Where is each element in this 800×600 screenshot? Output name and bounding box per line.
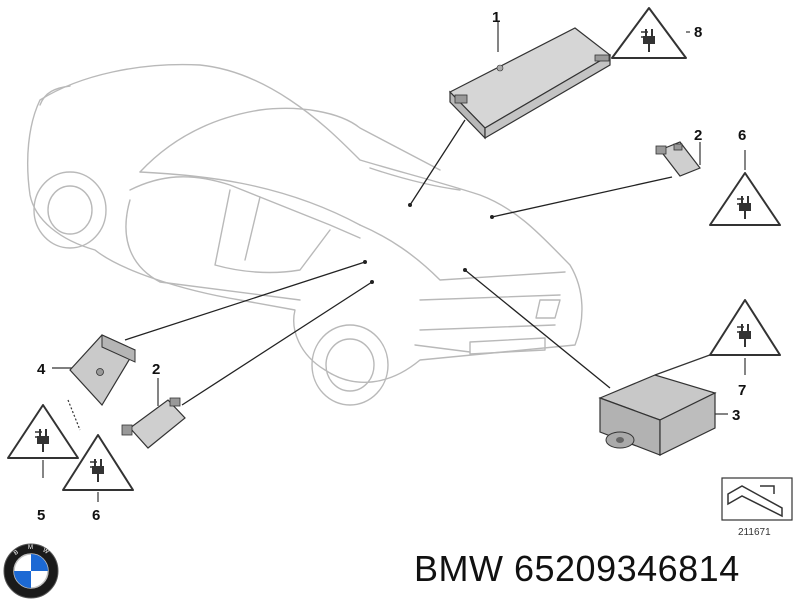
callout-2-upper: 2 — [694, 127, 702, 144]
svg-text:M: M — [28, 545, 33, 551]
callout-3: 3 — [732, 407, 740, 424]
part-control-module — [449, 22, 612, 140]
warning-triangle-icon-left — [7, 404, 79, 478]
warning-triangle-icon-upper-right — [611, 7, 690, 59]
svg-text:W: W — [41, 548, 49, 556]
callout-7: 7 — [738, 382, 746, 399]
warning-triangle-icon-lower-right — [709, 299, 781, 375]
reference-arrow-icon — [721, 477, 793, 521]
svg-text:B: B — [13, 550, 20, 557]
reference-number: 211671 — [738, 527, 771, 538]
callout-6-lower: 6 — [92, 507, 100, 524]
callout-6-upper: 6 — [738, 127, 746, 144]
car-outline — [26, 63, 583, 406]
warning-triangle-icon-right — [709, 150, 781, 226]
callout-1: 1 — [492, 9, 500, 26]
part-square-module — [52, 334, 136, 406]
part-antenna-connector-upper — [655, 141, 701, 177]
callout-2-lower: 2 — [152, 361, 160, 378]
callout-5: 5 — [37, 507, 45, 524]
part-antenna-amplifier-lower — [121, 378, 186, 449]
callout-8: 8 — [694, 24, 702, 41]
warning-triangle-icon-lower-left — [62, 399, 134, 502]
part-box-module — [598, 351, 728, 456]
part-number-label: BMW 65209346814 — [414, 548, 740, 589]
bmw-logo-icon: B M W — [3, 543, 59, 599]
callout-4: 4 — [37, 361, 46, 378]
leader-lines — [124, 119, 673, 406]
